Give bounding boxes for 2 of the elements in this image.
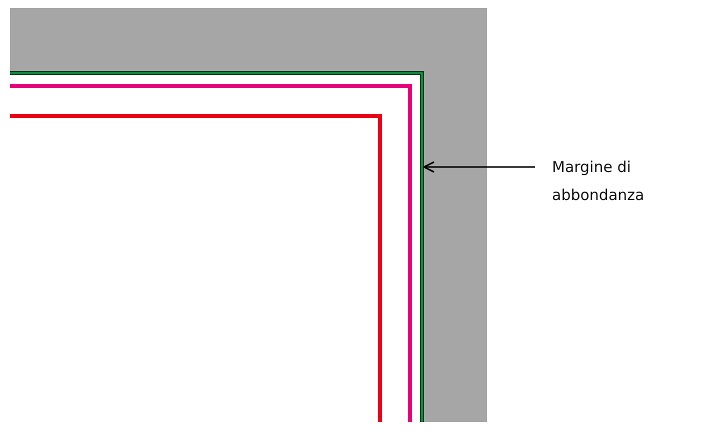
callout-text: Margine di abbondanza	[552, 153, 692, 209]
leader-arrow	[423, 161, 535, 173]
